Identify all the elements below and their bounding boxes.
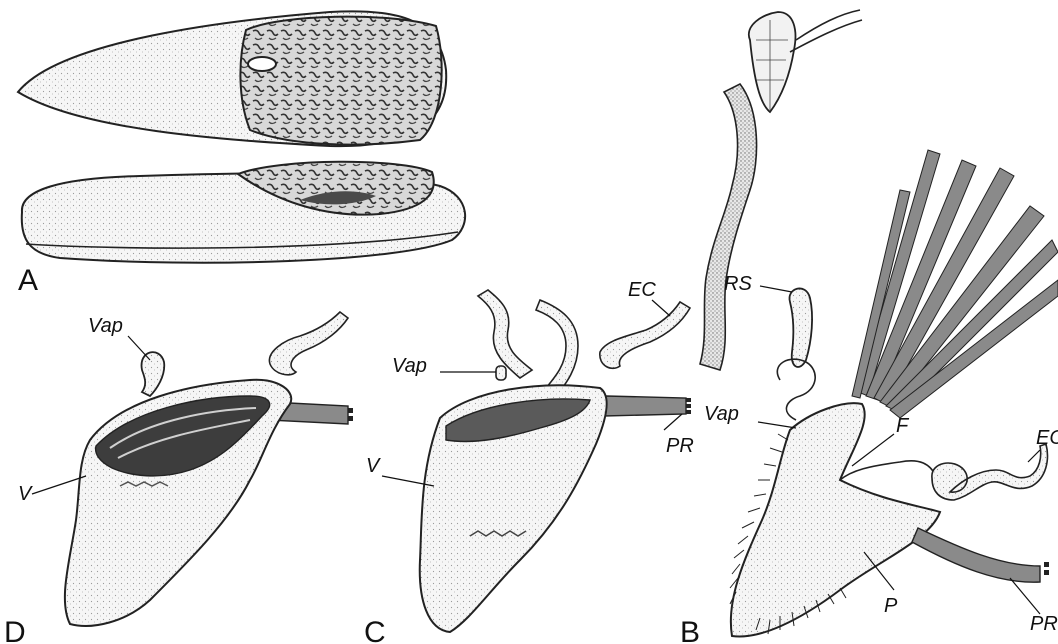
panel-b: RS Vap F EC P PR B: [680, 10, 1058, 644]
panel-c: Vap V EC PR C: [364, 279, 694, 644]
panel-d: Vap V D: [4, 312, 353, 644]
panel-label-a: A: [18, 264, 38, 297]
muscle-bands-b: [852, 150, 1058, 418]
panel-label-c: C: [364, 616, 386, 644]
label-pr-b: PR: [1030, 613, 1058, 635]
panel-label-b: B: [680, 616, 700, 644]
panel-label-d: D: [4, 616, 26, 644]
vaginal-appendix-c: [496, 366, 506, 380]
label-v-d: V: [18, 483, 33, 505]
mantle-dorsal: [240, 17, 441, 145]
label-rs-b: RS: [724, 273, 752, 295]
label-f-b: F: [896, 415, 910, 437]
slug-lateral-view: [22, 162, 465, 263]
label-v-c: V: [366, 455, 381, 477]
penial-retractor-c: [604, 396, 686, 416]
label-vap-d: Vap: [88, 315, 123, 337]
label-pr-c: PR: [666, 435, 694, 457]
slug-dorsal-view: [18, 11, 446, 146]
label-p-b: P: [884, 595, 898, 617]
receptaculum-seminis-b: [789, 288, 812, 367]
label-ec-b: EC: [1036, 427, 1058, 449]
penial-retractor-b: [912, 528, 1040, 582]
label-ec-c: EC: [628, 279, 656, 301]
pneumostome: [248, 57, 276, 71]
label-vap-b: Vap: [704, 403, 739, 425]
label-vap-c: Vap: [392, 355, 427, 377]
panel-a: A: [18, 11, 465, 297]
vaginal-appendix-d: [142, 352, 165, 396]
gland-b: [749, 12, 796, 112]
